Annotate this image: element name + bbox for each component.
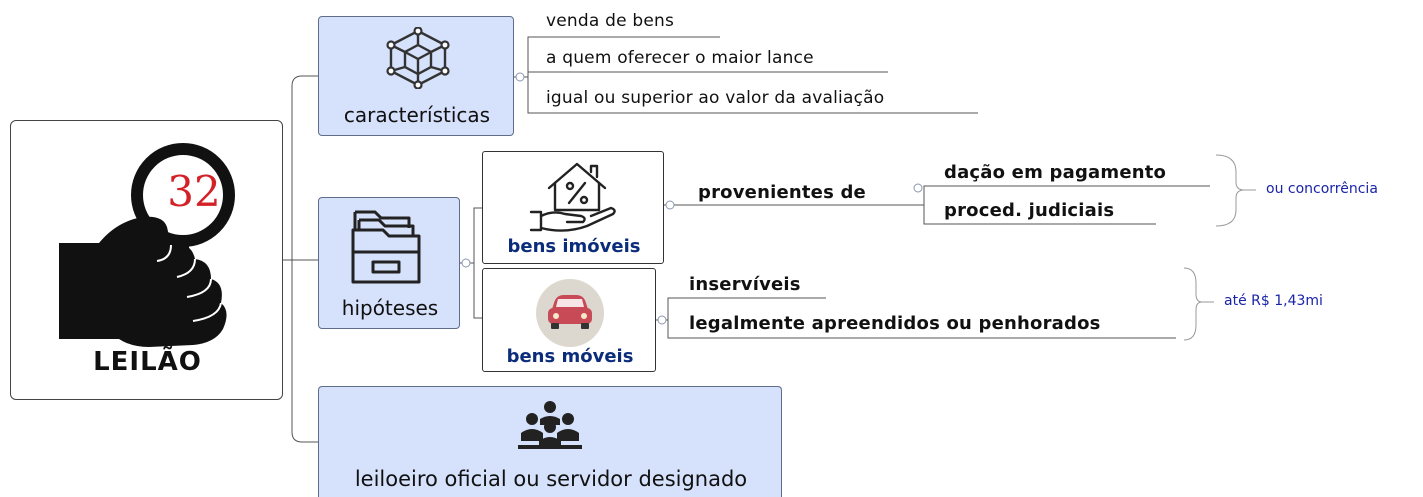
network-cube-icon	[386, 27, 450, 89]
caracteristica-item: igual ou superior ao valor da avaliação	[546, 88, 885, 108]
badge-number: 32	[167, 167, 221, 216]
node-leiloeiro[interactable]: leiloeiro oficial ou servidor designado	[318, 386, 782, 497]
moveis-item: legalmente apreendidos ou penhorados	[689, 313, 1101, 334]
root-node[interactable]: 32 LEILÃO	[10, 120, 283, 400]
bens-imoveis-label: bens imóveis	[507, 236, 641, 257]
provenientes-de-label: provenientes de	[698, 182, 866, 203]
house-hand-percent-icon	[529, 162, 616, 232]
caracteristica-item: a quem oferecer o maior lance	[546, 48, 814, 68]
magnifier-hand-icon	[59, 143, 235, 347]
hipoteses-label: hipóteses	[341, 296, 439, 320]
leiloeiro-label: leiloeiro oficial ou servidor designado	[354, 467, 748, 491]
moveis-item: inservíveis	[689, 274, 801, 295]
car-icon	[536, 279, 604, 347]
node-bens-imoveis[interactable]: bens imóveis	[482, 151, 664, 264]
bens-moveis-label: bens móveis	[506, 346, 634, 367]
file-drawer-icon	[351, 210, 421, 284]
imoveis-item: dação em pagamento	[944, 162, 1167, 183]
caracteristica-item: venda de bens	[546, 11, 675, 31]
node-bens-moveis[interactable]: bens móveis	[482, 268, 656, 372]
node-caracteristicas[interactable]: características	[318, 16, 514, 136]
people-group-icon	[518, 401, 582, 449]
node-hipoteses[interactable]: hipóteses	[318, 197, 460, 329]
root-title: LEILÃO	[93, 347, 202, 377]
imoveis-item: proced. judiciais	[944, 200, 1115, 221]
imoveis-note: ou concorrência	[1266, 181, 1378, 197]
moveis-note: até R$ 1,43mi	[1224, 293, 1323, 309]
caracteristicas-label: características	[343, 103, 491, 127]
